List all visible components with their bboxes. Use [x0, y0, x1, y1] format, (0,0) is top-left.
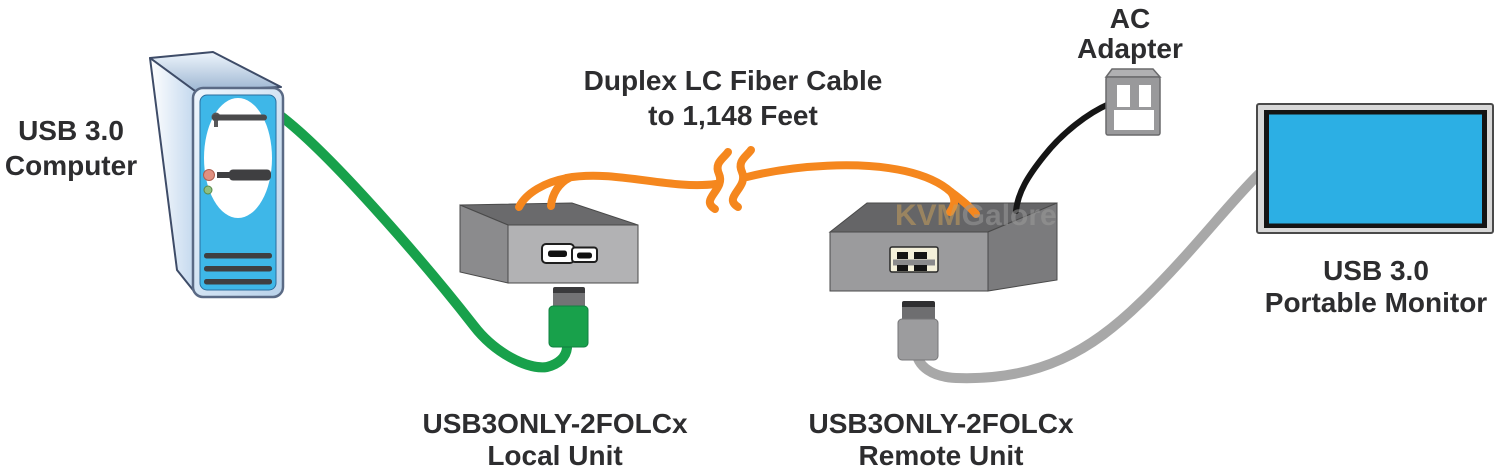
ac-plug-window: [1114, 110, 1154, 130]
ac-plug-icon: [1104, 68, 1162, 136]
local-unit-label-line1: USB3ONLY-2FOLCx: [422, 408, 687, 439]
monitor-icon: [1256, 103, 1494, 234]
computer-tower-icon: [149, 51, 285, 299]
tower-drive-stem: [214, 117, 218, 127]
tower-bay-bar: [229, 169, 271, 181]
ac-adapter-label-line1: AC: [1110, 3, 1150, 34]
monitor-label-line2: Portable Monitor: [1265, 287, 1488, 318]
cable-break-squiggle-2: [728, 146, 755, 211]
usb-plug-green-icon: [548, 287, 589, 348]
usb-cable-gray: [911, 168, 1265, 384]
computer-label-line1: USB 3.0: [18, 115, 124, 146]
tower-vent-2: [204, 266, 272, 272]
fiber-cable-orange: [515, 146, 980, 218]
tower-vent-3: [204, 279, 272, 285]
remote-unit-label-line1: USB3ONLY-2FOLCx: [808, 408, 1073, 439]
monitor-screen: [1269, 114, 1482, 224]
computer-label-line2: Computer: [5, 150, 137, 181]
tower-bay-stem: [217, 172, 231, 178]
usb-a-port-icon: [889, 246, 939, 273]
tower-vent-1: [204, 253, 272, 259]
tower-power-button: [203, 169, 215, 181]
tower-led: [203, 185, 213, 195]
labels: USB 3.0 Computer Duplex LC Fiber Cable t…: [5, 3, 1487, 467]
watermark-kvm: KVM: [895, 199, 962, 232]
watermark-galore: Galore: [962, 199, 1057, 232]
fiber-strand-remote-2: [947, 188, 980, 218]
ac-plug-top: [1104, 68, 1162, 78]
fiber-cable-label-line2: to 1,148 Feet: [648, 100, 818, 131]
fiber-cable-label-line1: Duplex LC Fiber Cable: [584, 65, 883, 96]
tower-front-oval: [204, 98, 272, 218]
ac-plug-slot-right: [1139, 85, 1151, 107]
fiber-run-right: [743, 161, 955, 196]
watermark: KVMGalore: [895, 199, 1057, 232]
usb3-cable-green: [273, 109, 572, 373]
monitor-label-line1: USB 3.0: [1323, 255, 1429, 286]
remote-unit-icon: [828, 202, 1058, 292]
tower-side-panel: [149, 57, 196, 291]
tower-drive-slot: [212, 114, 267, 121]
power-cable-black: [1013, 101, 1112, 214]
fiber-run-left: [562, 171, 720, 190]
local-unit-icon: [459, 202, 639, 284]
cable-break-squiggle-1: [705, 148, 732, 213]
local-unit-label-line2: Local Unit: [487, 440, 622, 467]
ac-adapter-label-line2: Adapter: [1077, 33, 1183, 64]
usb-plug-gray-icon: [897, 301, 939, 361]
ac-plug-slot-left: [1117, 85, 1130, 107]
remote-unit-label-line2: Remote Unit: [859, 440, 1024, 467]
usb3-microb-port-icon: [541, 243, 598, 264]
